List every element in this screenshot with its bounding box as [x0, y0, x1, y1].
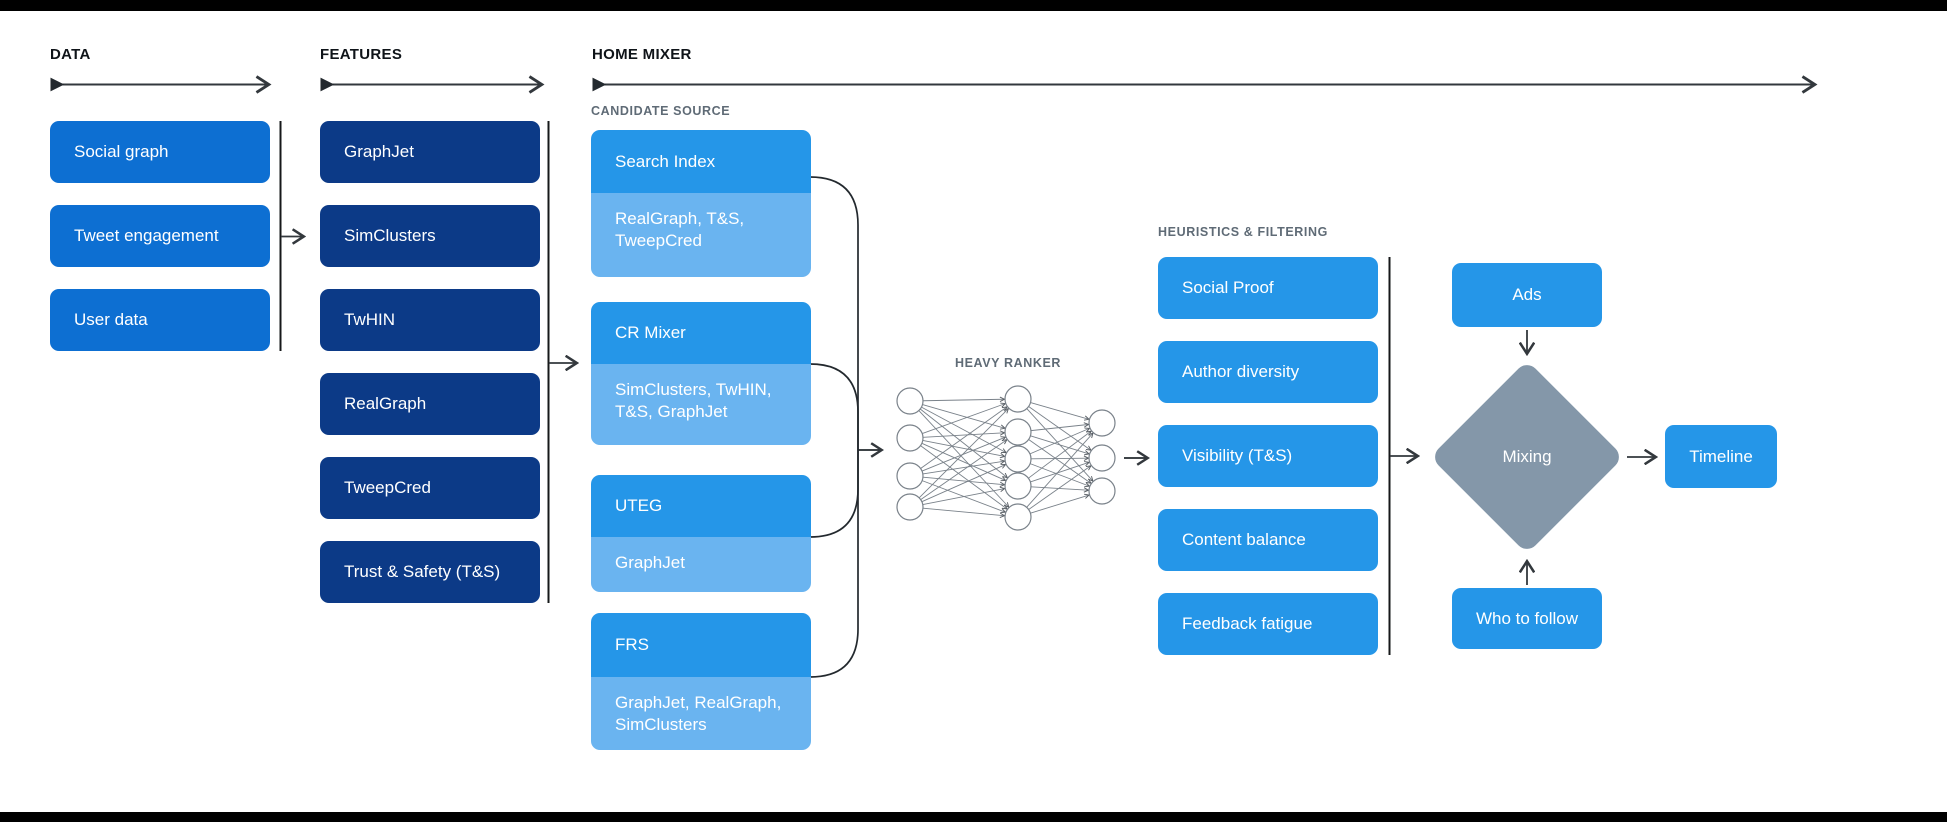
connector-uteg [809, 450, 859, 538]
box-feedback-fatigue: Feedback fatigue [1158, 593, 1378, 655]
box-social-proof: Social Proof [1158, 257, 1378, 319]
candidate-frs: FRS GraphJet, RealGraph, SimClusters [591, 613, 811, 750]
box-simclusters: SimClusters [320, 205, 540, 267]
candidate-uteg-sources: GraphJet [591, 537, 811, 592]
network-node [1004, 445, 1032, 473]
lane-title-home-mixer: HOME MIXER [592, 46, 692, 63]
box-user-data: User data [50, 289, 270, 351]
top-letterbox-bar [0, 0, 1947, 11]
network-node [896, 462, 924, 490]
network-node [1004, 385, 1032, 413]
connector-frs [809, 450, 859, 678]
network-node [1004, 503, 1032, 531]
bottom-letterbox-bar [0, 812, 1947, 822]
candidate-search-index: Search Index RealGraph, T&S, TweepCred [591, 130, 811, 277]
mixing-label: Mixing [1502, 447, 1552, 466]
candidate-cr-mixer-title: CR Mixer [591, 302, 811, 364]
box-author-diversity: Author diversity [1158, 341, 1378, 403]
lane-title-features: FEATURES [320, 46, 403, 63]
network-node [896, 387, 924, 415]
box-ads: Ads [1452, 263, 1602, 327]
network-node [896, 493, 924, 521]
box-tweet-engagement: Tweet engagement [50, 205, 270, 267]
heavy-ranker-network [896, 385, 1116, 531]
candidate-merge-connectors [809, 176, 1147, 678]
box-who-to-follow: Who to follow [1452, 588, 1602, 649]
network-node [1004, 472, 1032, 500]
candidate-cr-mixer-sources: SimClusters, TwHIN, T&S, GraphJet [591, 364, 811, 445]
box-visibility-ts: Visibility (T&S) [1158, 425, 1378, 487]
candidate-uteg: UTEG GraphJet [591, 475, 811, 592]
separator-lines [279, 121, 1391, 655]
box-realgraph: RealGraph [320, 373, 540, 435]
network-node [1088, 444, 1116, 472]
flow-arrows [281, 237, 1655, 585]
lane-title-data: DATA [50, 46, 91, 63]
box-timeline: Timeline [1665, 425, 1777, 488]
connector-search-index [809, 176, 859, 450]
candidate-frs-sources: GraphJet, RealGraph, SimClusters [591, 677, 811, 750]
box-trust-safety: Trust & Safety (T&S) [320, 541, 540, 603]
connector-cr-mixer [809, 363, 859, 450]
box-social-graph: Social graph [50, 121, 270, 183]
candidate-search-index-sources: RealGraph, T&S, TweepCred [591, 193, 811, 277]
network-node [1088, 409, 1116, 437]
candidate-source-label: CANDIDATE SOURCE [591, 104, 731, 118]
candidate-frs-title: FRS [591, 613, 811, 677]
heuristics-filtering-label: HEURISTICS & FILTERING [1158, 225, 1328, 239]
network-node [1088, 477, 1116, 505]
heavy-ranker-label: HEAVY RANKER [954, 356, 1062, 370]
box-content-balance: Content balance [1158, 509, 1378, 571]
network-node [896, 424, 924, 452]
mixing-diamond [1435, 365, 1619, 549]
candidate-cr-mixer: CR Mixer SimClusters, TwHIN, T&S, GraphJ… [591, 302, 811, 445]
network-node [1004, 418, 1032, 446]
box-twhin: TwHIN [320, 289, 540, 351]
box-tweepcred: TweepCred [320, 457, 540, 519]
box-graphjet: GraphJet [320, 121, 540, 183]
candidate-uteg-title: UTEG [591, 475, 811, 537]
candidate-search-index-title: Search Index [591, 130, 811, 193]
